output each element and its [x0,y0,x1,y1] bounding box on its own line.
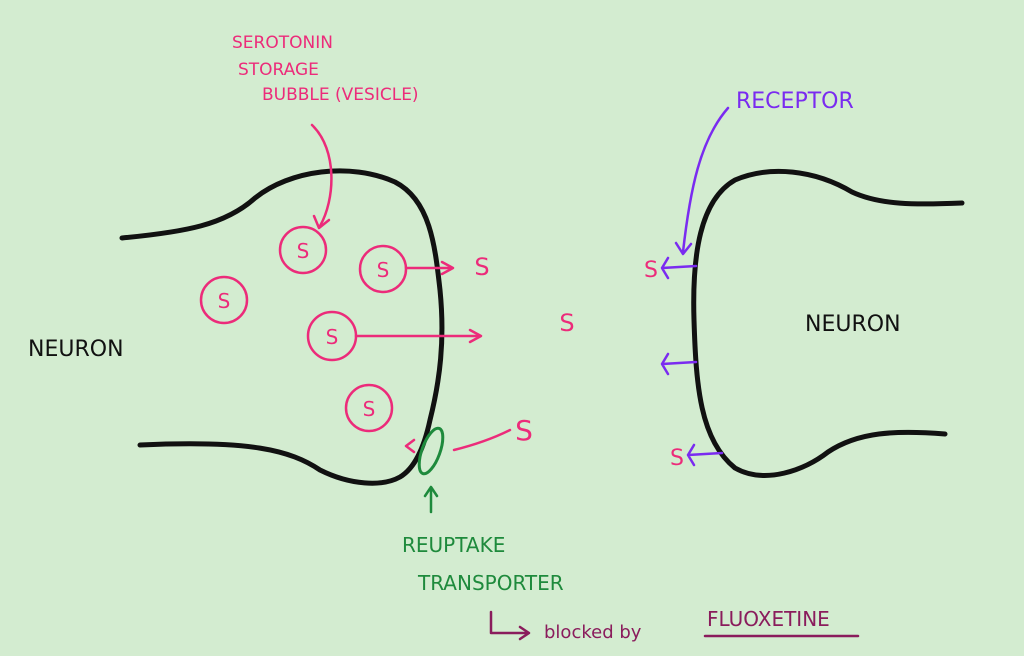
transporter-arrow [423,485,439,514]
bound-serotonin: S [670,446,684,471]
vesicle: S [358,244,408,294]
vesicle-label-line2: STORAGE [238,60,319,80]
drug-label: FLUOXETINE [707,607,830,631]
receptor-label: RECEPTOR [736,89,854,114]
vesicle-pointer-arrow [310,123,333,230]
vesicle: S [278,225,328,275]
bound-serotonin: S [644,258,658,283]
vesicle-label-line3: BUBBLE (VESICLE) [262,85,419,105]
blocked-by-arrow [489,610,531,641]
blocked-by-label: blocked by [544,622,642,643]
serotonin-molecule: S [474,253,489,281]
receptor [660,352,698,376]
serotonin-label: S [363,397,376,421]
serotonin-label: S [297,239,310,263]
serotonin-label: S [326,325,339,349]
postsynaptic-neuron-outline [691,168,965,478]
neuron-label-right: NEURON [805,312,901,337]
presynaptic-neuron-outline [119,168,445,486]
reuptake-arrow [404,428,512,454]
transporter-label-line1: REUPTAKE [402,533,505,557]
serotonin-molecule: S [515,414,533,447]
vesicle-label-line1: SEROTONIN [232,33,333,53]
release-arrow [354,328,483,344]
vesicle: S [199,275,249,325]
receptor-pointer-arrow [674,106,730,256]
reuptake-transporter [417,426,445,476]
serotonin-label: S [218,289,231,313]
serotonin-molecule: S [559,309,574,337]
serotonin-label: S [377,258,390,282]
receptor [660,256,698,280]
vesicle: S [344,383,394,433]
vesicle: S [306,310,358,362]
receptor [686,443,724,467]
neuron-label-left: NEURON [28,337,124,362]
release-arrow [404,260,455,276]
transporter-label-line2: TRANSPORTER [417,571,564,595]
